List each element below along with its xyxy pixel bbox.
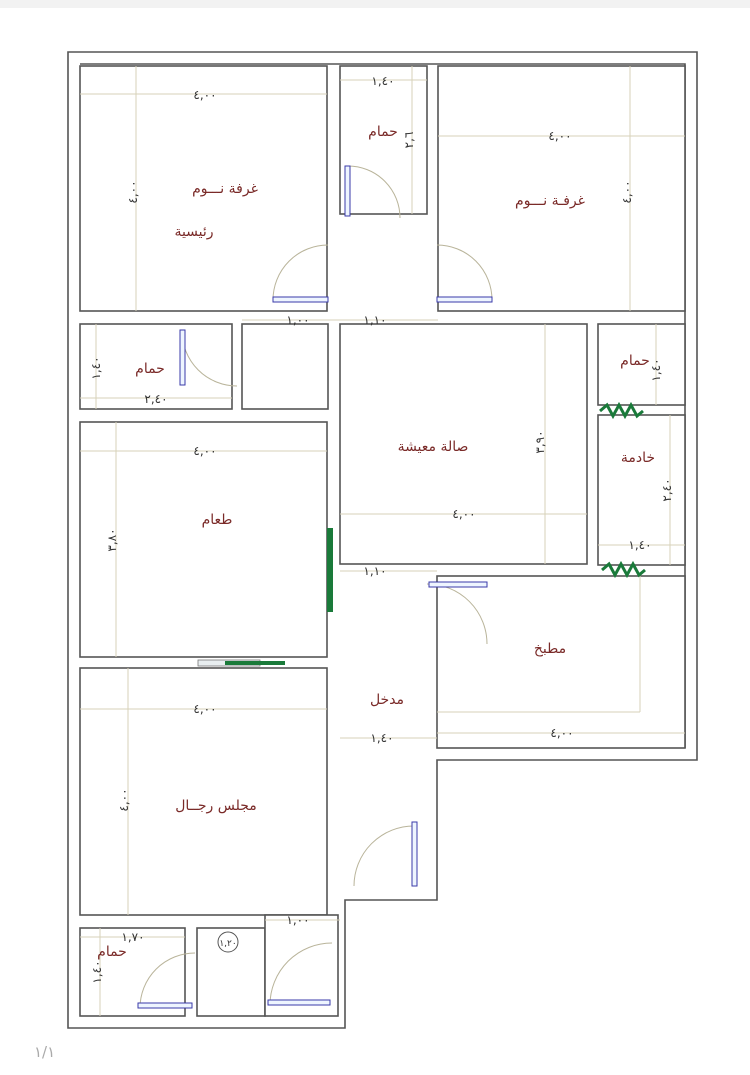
dim-bath-bottom-h: ١,٤٠ <box>90 960 104 983</box>
dim-bath-top-h: ٢,٦ <box>402 132 416 149</box>
dim-bath-left-w: ٢,٤٠ <box>144 392 167 406</box>
label-entrance: مدخل <box>370 692 404 708</box>
label-bath-bottom: حمام <box>97 944 127 960</box>
dim-corr-bottom: ١,٠٠ <box>286 913 309 927</box>
label-master-bedroom-2: رئيسية <box>174 224 213 240</box>
room-bedroom <box>437 65 686 312</box>
room-bath-left <box>79 323 233 410</box>
outer-wall <box>67 51 698 1029</box>
dimension-lines <box>80 66 685 1016</box>
room-corridor-left <box>241 323 329 410</box>
dim-maid-h: ٢,٤٠ <box>660 478 674 501</box>
top-strip <box>0 0 750 8</box>
dim-bath-top-w: ١,٤٠ <box>371 74 394 88</box>
room-master-bedroom <box>79 65 328 312</box>
dim-living-h: ٣,٩٠ <box>533 430 547 453</box>
label-living: صالة معيشة <box>398 439 469 455</box>
dimension-labels: ٤,٠٠ ٤,٠٠ ١,٤٠ ٢,٦ ٤,٠٠ ٤,٠٠ ١,٠٠ ١,١٠ ٢… <box>89 74 674 984</box>
label-bath-top: حمام <box>368 124 398 140</box>
door-swings <box>139 165 493 1009</box>
room-dining <box>79 421 328 658</box>
room-corridor-bottom <box>264 914 339 1017</box>
dim-master-h: ٤,٠٠ <box>126 180 140 203</box>
dim-dining-w: ٤,٠٠ <box>193 444 216 458</box>
windows <box>197 401 646 667</box>
dim-entrance-w: ١,٤٠ <box>370 731 393 745</box>
dim-wash: ١,٢٠ <box>219 939 236 949</box>
dim-bath-bottom-w: ١,٧٠ <box>121 930 144 944</box>
dim-corr-top-mid: ١,١٠ <box>363 313 386 327</box>
dim-corr-top-left: ١,٠٠ <box>286 313 309 327</box>
dim-majlis-h: ٤,٠٠ <box>117 788 131 811</box>
label-kitchen: مطبخ <box>534 641 566 657</box>
label-majlis: مجلس رجــال <box>175 798 257 814</box>
label-maid: خادمة <box>621 450 655 466</box>
dim-bath-left-h: ١,٤٠ <box>89 356 103 379</box>
dim-living-w: ٤,٠٠ <box>452 507 475 521</box>
dim-maid-w: ١,٤٠ <box>628 538 651 552</box>
dim-bed-h: ٤,٠٠ <box>620 180 634 203</box>
dim-kitchen-w: ٤,٠٠ <box>550 726 573 740</box>
washbasin-icon <box>217 931 239 953</box>
dim-majlis-w: ٤,٠٠ <box>193 702 216 716</box>
room-kitchen <box>436 575 686 749</box>
label-dining: طعام <box>202 512 233 528</box>
label-bath-left: حمام <box>135 361 165 377</box>
room-living <box>339 323 588 565</box>
room-bath-bottom <box>79 927 186 1017</box>
room-bath-right <box>597 323 686 406</box>
page-number: ١/١ <box>34 1043 56 1061</box>
label-master-bedroom: غرفة نـــوم <box>192 181 258 197</box>
label-bedroom: غرفـة نـــوم <box>515 193 585 209</box>
label-bath-right: حمام <box>620 353 650 369</box>
dim-corr-mid: ١,١٠ <box>363 564 386 578</box>
dim-bath-right-h: ١,٤٠ <box>649 358 663 381</box>
dim-dining-h: ٣,٨٠ <box>105 528 119 551</box>
door-leaves <box>137 165 493 1009</box>
dim-bed-w: ٤,٠٠ <box>548 129 571 143</box>
dim-master-w: ٤,٠٠ <box>193 88 216 102</box>
